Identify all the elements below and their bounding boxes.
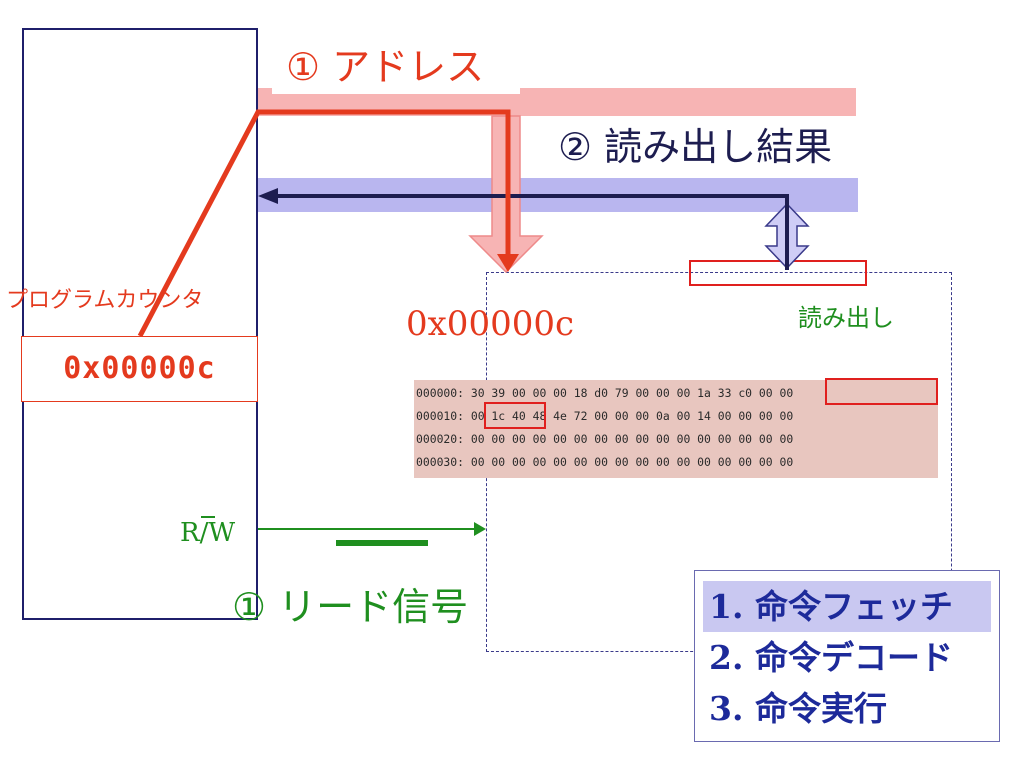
address-arrowhead [497,254,519,272]
rw-signal-label: R/W [180,518,236,548]
memory-hexdump: 000000: 30 39 00 00 00 18 d0 79 00 00 00… [414,378,938,478]
address-path-line [137,109,511,338]
memory-address-label: 0x00000c [406,304,575,344]
address-label: ① アドレス [272,40,520,94]
cpu-block [22,28,258,620]
highlight-bytes-000000 [825,378,938,405]
program-counter-label: プログラムカウンタ [6,288,204,313]
hexdump-line-2: 000020: 00 00 00 00 00 00 00 00 00 00 00… [416,432,794,446]
read-signal-label: ① リード信号 [232,585,469,629]
stage-decode: 2. 命令デコード [709,638,953,677]
hexdump-line-1: 000010: 00 1c 40 48 4e 72 00 00 00 0a 00… [416,409,794,423]
rw-overbar [201,516,215,518]
hexdump-line-3: 000030: 00 00 00 00 00 00 00 00 00 00 00… [416,455,794,469]
rw-arrowhead [474,522,486,536]
rw-signal-line [258,528,476,530]
program-counter-value: 0x00000c [21,336,258,402]
memory-read-port [689,260,867,286]
hexdump-line-0: 000000: 30 39 00 00 00 18 d0 79 00 00 00… [416,386,794,400]
rw-low-indicator [336,540,428,546]
instruction-stages-box: 1. 命令フェッチ 2. 命令デコード 3. 命令実行 [694,570,1000,742]
highlight-bytes-000010 [484,402,546,429]
data-path-line [276,194,789,270]
data-arrowhead [258,188,278,204]
read-result-label: ② 読み出し結果 [548,118,908,176]
stage-execute: 3. 命令実行 [709,689,887,728]
read-label: 読み出し [798,304,894,332]
stage-fetch: 1. 命令フェッチ [703,581,991,632]
